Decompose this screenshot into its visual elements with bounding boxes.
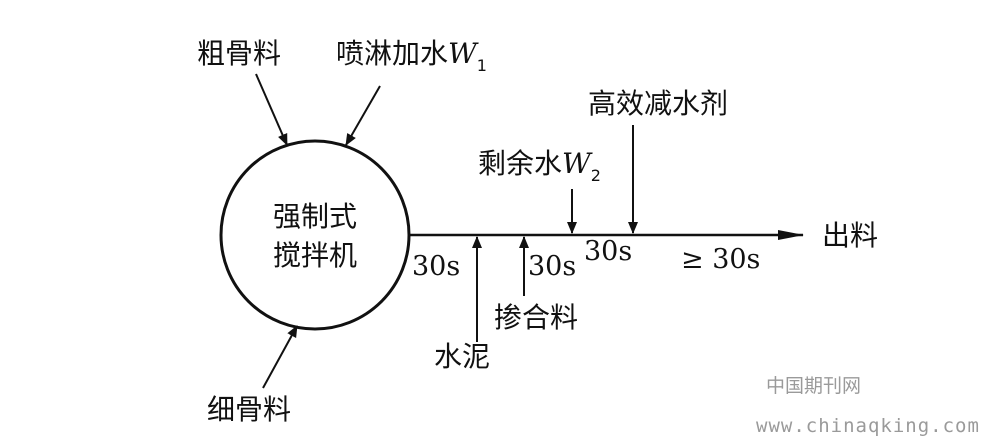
- cement-label: 水泥: [434, 340, 490, 373]
- mixer-label-line2: 搅拌机: [273, 239, 357, 272]
- time-label-4: ≥ 30s: [681, 244, 760, 275]
- fine-aggregate-label: 细骨料: [207, 393, 291, 426]
- w2-symbol: W: [562, 147, 593, 180]
- remaining-water-text: 剩余水: [478, 147, 562, 180]
- spray-water-arrow: [345, 85, 381, 146]
- time-label-2: 30s: [528, 251, 576, 282]
- time-label-3: 30s: [584, 236, 632, 267]
- superplasticizer-label: 高效减水剂: [588, 87, 728, 120]
- mixer-label-line1: 强制式: [273, 200, 357, 233]
- w1-subscript: 1: [477, 56, 487, 75]
- remaining-water-label: 剩余水W2: [478, 147, 601, 185]
- spray-water-label: 喷淋加水W1: [336, 37, 487, 75]
- coarse-aggregate-arrow: [255, 73, 288, 146]
- mixer-circle: [219, 139, 411, 331]
- spray-water-text: 喷淋加水: [336, 37, 448, 70]
- watermark-url: www.chinaqking.com: [756, 415, 980, 437]
- w1-symbol: W: [448, 37, 479, 70]
- w2-subscript: 2: [591, 166, 601, 185]
- coarse-aggregate-label: 粗骨料: [197, 37, 281, 70]
- watermark-site-name: 中国期刊网: [766, 375, 861, 397]
- time-label-1: 30s: [412, 251, 460, 282]
- admixture-label: 掺合料: [494, 301, 578, 334]
- fine-aggregate-arrow: [262, 325, 298, 389]
- output-label: 出料: [822, 219, 878, 252]
